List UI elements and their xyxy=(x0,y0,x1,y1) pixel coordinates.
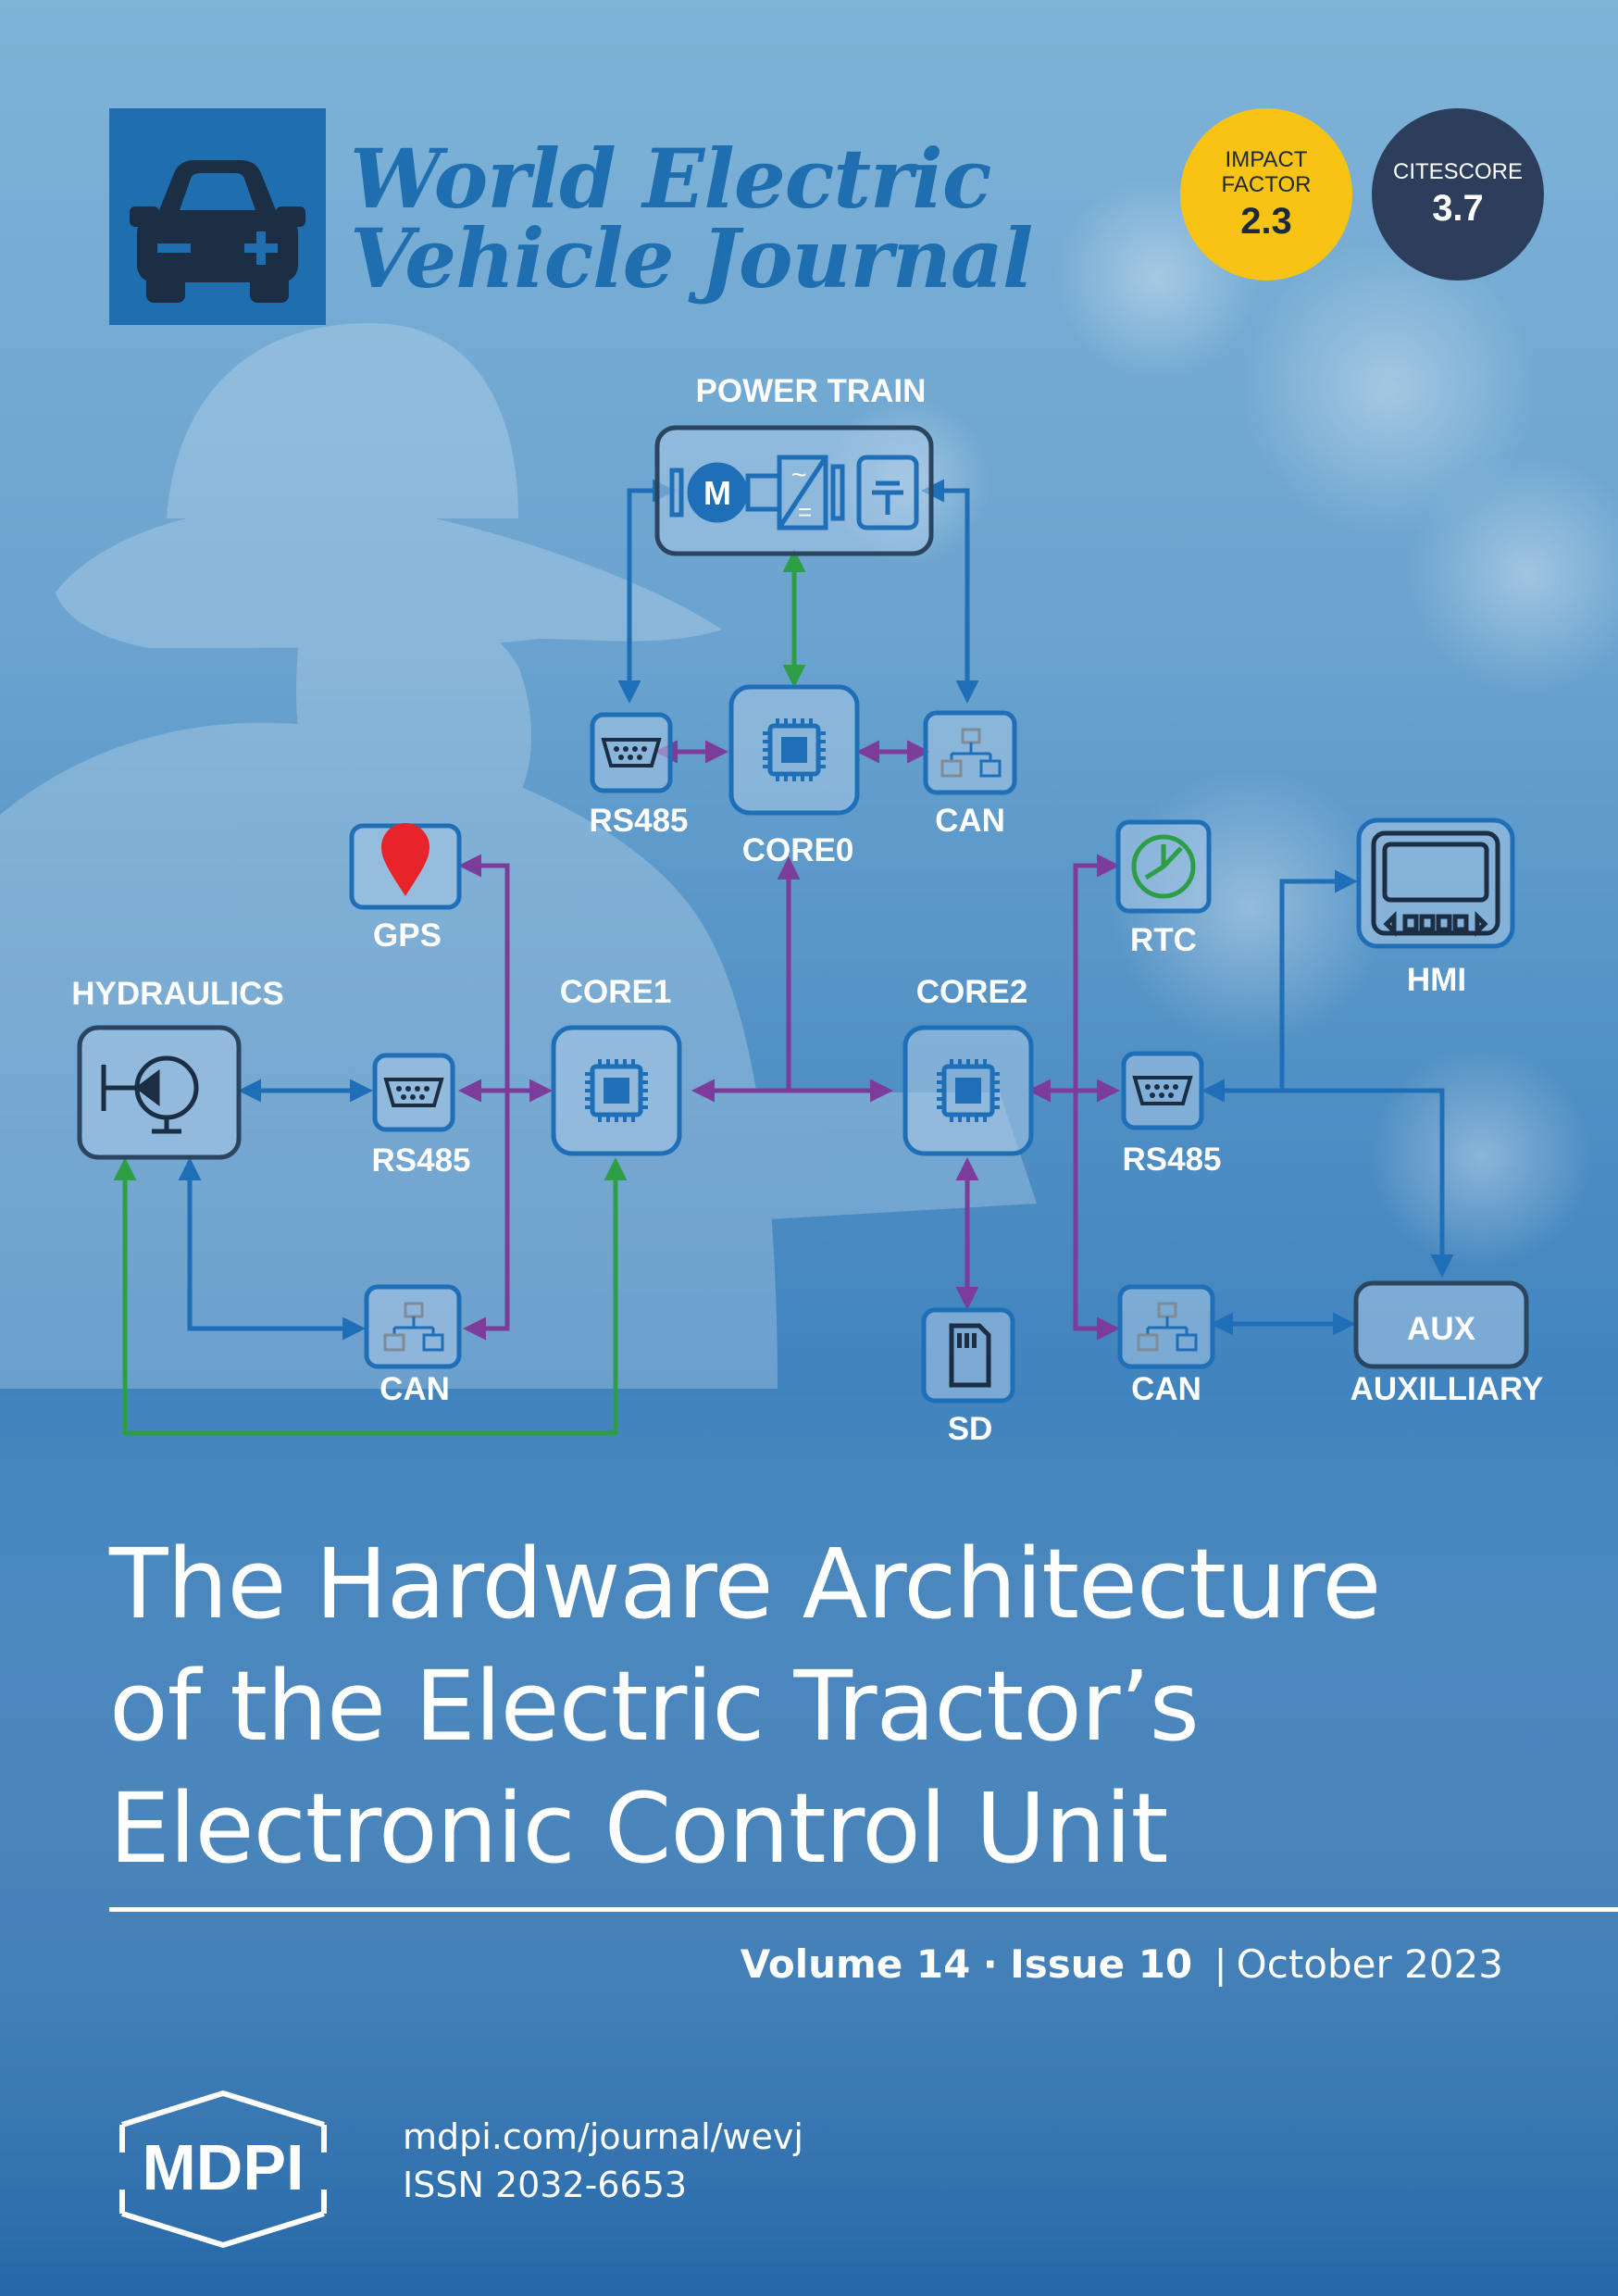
can-top-label: CAN xyxy=(935,803,1005,839)
gps-label: GPS xyxy=(373,917,442,954)
journal-logo xyxy=(109,108,326,325)
citescore-value: 3.7 xyxy=(1432,188,1484,229)
motor-inverter-battery-icon xyxy=(669,455,919,530)
sd-label: SD xyxy=(948,1411,993,1447)
issue-separator: | xyxy=(1214,1941,1227,1987)
svg-text:M: M xyxy=(703,474,731,512)
cover-title-line1: The Hardware Architecture xyxy=(109,1528,1381,1641)
chip-icon xyxy=(937,1059,1000,1122)
publisher-info: mdpi.com/journal/wevj ISSN 2032-6653 xyxy=(403,2113,803,2209)
rs485-top-label: RS485 xyxy=(589,803,688,839)
cover-title: The Hardware Architecture of the Electri… xyxy=(109,1523,1553,1890)
hydraulic-pump-icon xyxy=(101,1055,199,1134)
core1-label: CORE1 xyxy=(560,974,672,1010)
impact-factor-badge: IMPACT FACTOR 2.3 xyxy=(1180,108,1352,281)
volume-number: Volume 14 xyxy=(740,1941,971,1987)
journal-url[interactable]: mdpi.com/journal/wevj xyxy=(403,2116,803,2157)
issue-info: Volume 14 · Issue 10 |October 2023 xyxy=(741,1941,1503,1987)
journal-title-line1: World Electric xyxy=(350,131,991,227)
aux-box xyxy=(1353,1280,1529,1369)
cover-title-line3: Electronic Control Unit xyxy=(109,1772,1168,1885)
clock-icon xyxy=(1131,834,1196,899)
auxiliary-label: AUXILLIARY xyxy=(1350,1371,1544,1407)
title-divider xyxy=(109,1907,1618,1912)
display-panel-icon xyxy=(1371,830,1500,938)
aux-box-label: AUX xyxy=(1407,1311,1476,1347)
gps-pin-icon xyxy=(381,823,429,896)
mdpi-logo-text: MDPI xyxy=(143,2131,305,2203)
issue-dot: · xyxy=(982,1941,998,1987)
power-train-label: POWER TRAIN xyxy=(696,373,927,409)
core2-label: CORE2 xyxy=(916,974,1028,1010)
rs485-top-box xyxy=(590,712,673,793)
architecture-diagram: M ~ = POWER TRAIN RS485 CORE0 CAN GPS HY… xyxy=(71,373,1544,1447)
impact-factor-label-line1: IMPACT xyxy=(1225,146,1308,172)
chip-icon xyxy=(585,1059,648,1122)
impact-factor-label-line2: FACTOR xyxy=(1221,171,1312,197)
core0-label: CORE0 xyxy=(742,832,854,868)
rs485-left-label: RS485 xyxy=(371,1142,470,1179)
citescore-label: CITESCORE xyxy=(1392,159,1523,184)
journal-title-line2: Vehicle Journal xyxy=(350,210,1033,306)
car-plus-minus-icon xyxy=(130,160,305,303)
issn: ISSN 2032-6653 xyxy=(403,2165,688,2205)
hmi-label: HMI xyxy=(1407,962,1466,998)
journal-title: World Electric Vehicle Journal xyxy=(350,131,1033,306)
chip-icon xyxy=(763,718,826,781)
svg-text:~: ~ xyxy=(791,460,806,489)
rs485-left-box xyxy=(372,1053,455,1132)
citescore-badge: CITESCORE 3.7 xyxy=(1372,108,1544,281)
hydraulics-label: HYDRAULICS xyxy=(71,976,283,1012)
issue-date: October 2023 xyxy=(1236,1941,1503,1987)
can-right-label: CAN xyxy=(1131,1371,1201,1407)
rtc-label: RTC xyxy=(1130,922,1197,958)
hmi-box xyxy=(1356,817,1515,949)
cover-title-line2: of the Electric Tractor’s xyxy=(109,1650,1200,1763)
rs485-right-box xyxy=(1121,1051,1204,1130)
issue-number: Issue 10 xyxy=(1010,1941,1193,1987)
can-left-label: CAN xyxy=(380,1371,450,1407)
svg-text:=: = xyxy=(798,498,812,526)
impact-factor-value: 2.3 xyxy=(1240,200,1292,242)
rs485-right-label: RS485 xyxy=(1122,1142,1221,1178)
sd-card-icon xyxy=(949,1323,991,1388)
mdpi-logo: MDPI xyxy=(119,2090,327,2249)
